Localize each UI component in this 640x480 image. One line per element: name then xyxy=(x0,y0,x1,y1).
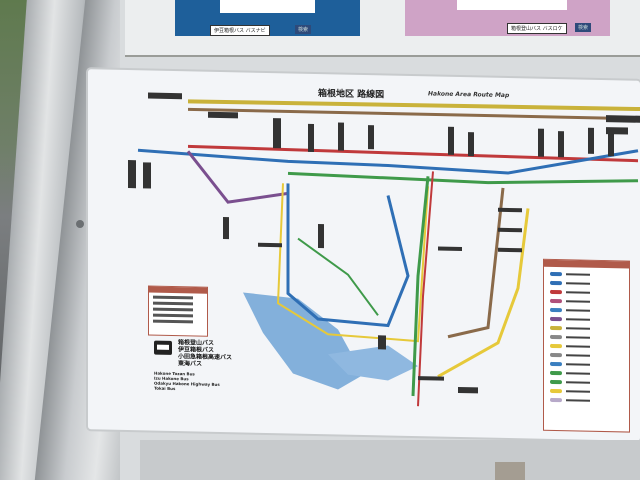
search-button[interactable]: 検索 xyxy=(295,25,312,34)
bus-icon xyxy=(154,340,172,355)
operator-jp: 東海バス xyxy=(178,360,203,368)
lake-ashi xyxy=(243,292,363,390)
route-green-v xyxy=(411,176,430,397)
operators-en: Hakone Tozan Bus Izu Hakone Bus Odakyu H… xyxy=(154,371,220,392)
route-brown-v xyxy=(447,187,505,339)
search-button[interactable]: 検索 xyxy=(575,23,592,32)
qr-code-label xyxy=(220,0,315,13)
route-blue-main xyxy=(137,148,639,175)
route-red-v xyxy=(417,171,434,407)
izuhakone-busnavi-panel: 伊豆箱根バス バスナビ 検索 xyxy=(175,0,360,36)
route-lines xyxy=(128,92,640,407)
route-green-diag xyxy=(297,237,379,316)
route-legend xyxy=(543,258,630,433)
tozan-busloc-panel: 箱根登山バス バスロケ 検索 xyxy=(405,0,610,36)
sticker-remnant xyxy=(495,462,525,480)
route-yellow-v xyxy=(437,208,530,378)
route-yellow-loop xyxy=(276,183,429,343)
board-lower-edge xyxy=(140,440,640,480)
lake-shore xyxy=(328,345,418,381)
service-label: 箱根登山バス バスロケ xyxy=(507,23,567,34)
info-legend-box xyxy=(148,285,208,337)
screw xyxy=(76,220,84,228)
route-green xyxy=(287,171,639,185)
route-map: 箱根地区 路線図 Hakone Area Route Map xyxy=(88,69,640,441)
route-blue-loop xyxy=(286,183,410,328)
service-label: 伊豆箱根バス バスナビ xyxy=(210,25,270,36)
route-purple xyxy=(186,150,289,204)
stop-labels xyxy=(128,92,640,394)
route-gold xyxy=(187,99,640,113)
operators-jp: 箱根登山バス 伊豆箱根バス 小田急箱根高速バス 東海バス xyxy=(178,339,232,368)
route-brown xyxy=(188,107,640,122)
qr-code-label xyxy=(457,0,567,10)
